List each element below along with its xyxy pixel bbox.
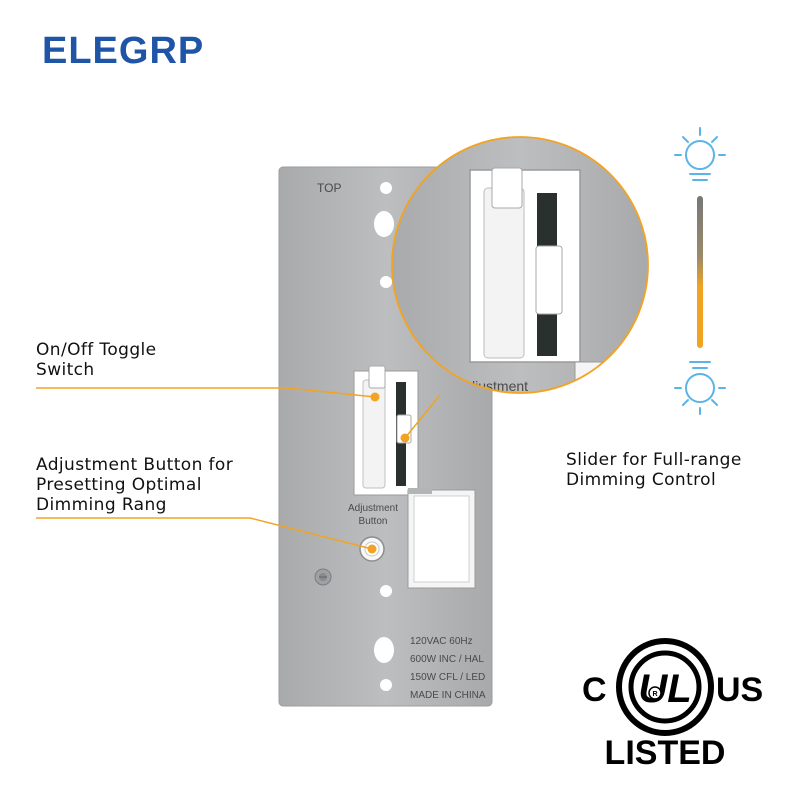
adjustment-label-line2: Button <box>359 516 388 527</box>
plate-hole <box>380 276 392 288</box>
brand-logo: ELEGRP <box>42 30 205 72</box>
toggle-pointer-dot <box>370 392 380 402</box>
plate-screw-hole <box>374 211 394 237</box>
bright-bulb-icon <box>674 127 726 181</box>
screw-icon <box>314 568 332 586</box>
dimming-range-bar <box>697 196 703 348</box>
callout-lines <box>36 387 441 550</box>
ul-mark-letters: UL <box>638 667 691 711</box>
dimmer-switch[interactable] <box>353 365 419 496</box>
adjustment-pointer-dot <box>367 544 377 554</box>
registered-mark <box>648 686 662 700</box>
plate-top-label: TOP <box>317 181 341 195</box>
zoom-slider-knob <box>535 245 563 315</box>
plate-hole <box>380 585 392 597</box>
plate-hole <box>380 182 392 194</box>
spec-line-3: 150W CFL / LED <box>410 672 485 683</box>
ul-listed-label: LISTED <box>605 734 726 772</box>
ul-outer-circle <box>616 638 714 736</box>
spec-line-2: 600W INC / HAL <box>410 654 484 665</box>
slider-pointer-dot <box>400 433 410 443</box>
ul-inner-circle <box>628 650 702 724</box>
zoom-toggle-tab <box>491 167 523 209</box>
callout-slider: Slider for Full-range Dimming Control <box>566 450 742 490</box>
plate-screw-hole <box>374 637 394 663</box>
callout-toggle-switch: On/Off Toggle Switch <box>36 340 157 380</box>
callout-adjustment-button: Adjustment Button for Presetting Optimal… <box>36 455 234 515</box>
plate-hole <box>380 679 392 691</box>
spec-line-4: MADE IN CHINA <box>410 690 486 701</box>
adjustment-label-line1: Adjustment <box>348 503 398 514</box>
ul-right-letters: US <box>716 671 763 709</box>
zoom-toggle-paddle <box>483 187 525 359</box>
spec-line-1: 120VAC 60Hz <box>410 636 473 647</box>
ul-listed-mark: C UL R US LISTED <box>582 638 763 772</box>
dim-bulb-icon <box>674 361 726 415</box>
ul-left-letter: C <box>582 671 607 709</box>
plate-cutout-blank <box>407 488 476 589</box>
registered-letter: R <box>652 691 657 698</box>
toggle-paddle-tab <box>368 365 386 389</box>
